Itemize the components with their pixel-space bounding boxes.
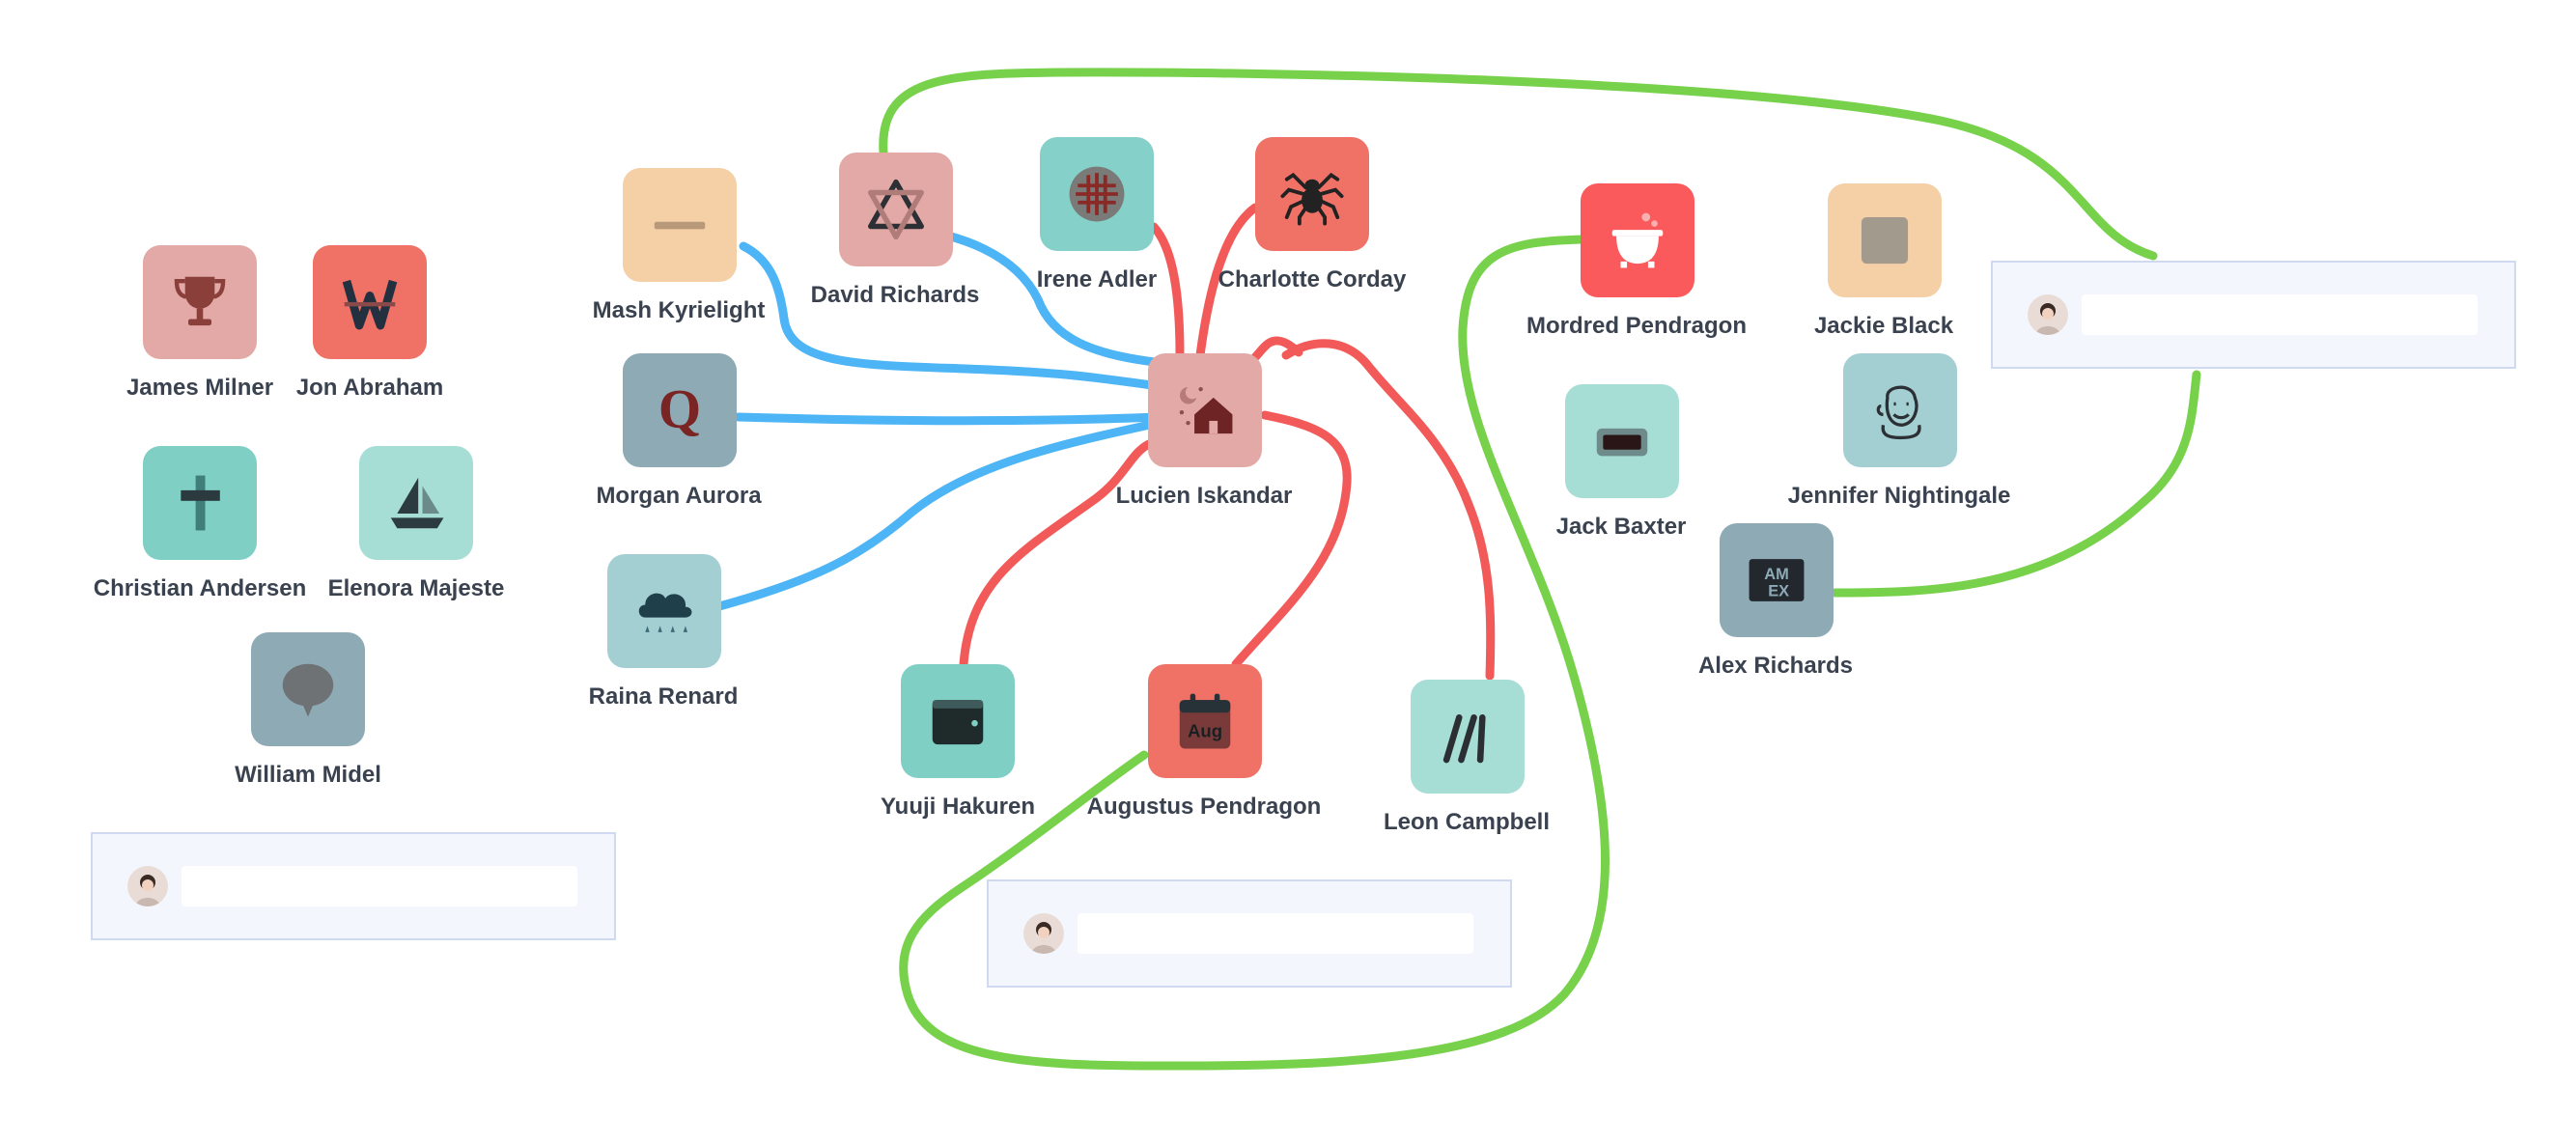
link-raina-renard-lucien-iskandar xyxy=(714,418,1163,611)
link-irene-adler-lucien-iskandar xyxy=(1149,222,1185,360)
link-david-richards-comment-right xyxy=(879,68,2158,261)
link-charlotte-corday-lucien-iskandar xyxy=(1195,203,1260,360)
node-alex-richards[interactable]: AM EX xyxy=(1720,523,1834,637)
label-jackie-black: Jackie Black xyxy=(1813,313,1954,339)
link-augustus-pendragon-lucien-iskandar xyxy=(1231,410,1352,669)
w-letter-icon xyxy=(342,279,398,330)
node-david-richards[interactable] xyxy=(839,153,953,266)
minus-icon xyxy=(654,221,706,230)
node-charlotte-corday[interactable] xyxy=(1255,137,1369,251)
link-david-richards-lucien-iskandar xyxy=(946,232,1168,368)
link-morgan-aurora-lucien-iskandar xyxy=(734,412,1163,426)
grid-ball-icon xyxy=(1069,166,1125,222)
node-jackie-black[interactable] xyxy=(1828,183,1942,297)
label-david-richards: David Richards xyxy=(810,282,980,308)
linear-logo-icon xyxy=(1442,714,1486,764)
node-william-midel[interactable] xyxy=(251,632,365,746)
calendar-icon: Aug xyxy=(1179,693,1231,749)
link-mash-kyrielight-lucien-iskandar xyxy=(739,241,1163,391)
label-morgan-aurora: Morgan Aurora xyxy=(596,483,762,509)
amex-icon: AM EX xyxy=(1749,559,1805,601)
node-morgan-aurora[interactable]: Q xyxy=(623,353,737,467)
label-yuuji-hakuren: Yuuji Hakuren xyxy=(880,794,1036,820)
label-irene-adler: Irene Adler xyxy=(1036,266,1158,293)
house-night-icon xyxy=(1179,386,1233,434)
trophy-icon xyxy=(174,276,226,326)
label-jon-abraham: Jon Abraham xyxy=(295,375,444,401)
node-mordred-pendragon[interactable] xyxy=(1581,183,1694,297)
label-mash-kyrielight: Mash Kyrielight xyxy=(592,297,766,323)
node-jon-abraham[interactable] xyxy=(313,245,427,359)
link-alex-richards-comment-right xyxy=(1830,370,2201,598)
square-icon xyxy=(1861,216,1909,265)
label-james-milner: James Milner xyxy=(126,375,274,401)
speech-bubble-icon xyxy=(282,663,334,717)
cross-icon xyxy=(181,475,220,531)
node-yuuji-hakuren[interactable] xyxy=(901,664,1015,778)
node-mash-kyrielight[interactable] xyxy=(623,168,737,282)
comment-input[interactable] xyxy=(2082,294,2478,335)
avatar xyxy=(2028,294,2068,335)
node-lucien-iskandar[interactable] xyxy=(1148,353,1262,467)
label-augustus-pendragon: Augustus Pendragon xyxy=(1086,794,1322,820)
comment-input[interactable] xyxy=(1078,913,1473,954)
jenkins-icon xyxy=(1876,385,1921,440)
label-alex-richards: Alex Richards xyxy=(1697,653,1854,679)
comment-box-right xyxy=(1991,261,2516,369)
avatar xyxy=(1023,913,1064,954)
label-jennifer-nightingale: Jennifer Nightingale xyxy=(1787,483,2011,509)
label-mordred-pendragon: Mordred Pendragon xyxy=(1526,313,1748,339)
label-lucien-iskandar: Lucien Iskandar xyxy=(1115,483,1293,509)
node-elenora-majeste[interactable] xyxy=(359,446,473,560)
quora-icon: Q xyxy=(658,379,701,440)
spider-icon xyxy=(1280,172,1344,226)
battery-icon xyxy=(1596,428,1648,457)
node-james-milner[interactable] xyxy=(143,245,257,359)
label-raina-renard: Raina Renard xyxy=(588,683,739,710)
node-raina-renard[interactable] xyxy=(607,554,721,668)
node-augustus-pendragon[interactable]: Aug xyxy=(1148,664,1262,778)
svg-text:Q: Q xyxy=(658,379,701,440)
sailboat-icon xyxy=(390,477,444,529)
node-irene-adler[interactable] xyxy=(1040,137,1154,251)
node-jack-baxter[interactable] xyxy=(1565,384,1679,498)
avatar xyxy=(127,866,168,906)
node-jennifer-nightingale[interactable] xyxy=(1843,353,1957,467)
svg-text:AM: AM xyxy=(1764,566,1789,583)
comment-input[interactable] xyxy=(182,866,577,906)
link-lucien-top-red xyxy=(1250,336,1303,362)
label-william-midel: William Midel xyxy=(235,762,381,788)
svg-text:EX: EX xyxy=(1768,582,1789,599)
node-christian-andersen[interactable] xyxy=(143,446,257,560)
rain-cloud-icon xyxy=(638,593,692,632)
comment-box-middle xyxy=(987,879,1512,988)
label-charlotte-corday: Charlotte Corday xyxy=(1218,266,1407,293)
cauldron-icon xyxy=(1611,212,1664,268)
wallet-icon xyxy=(932,700,984,745)
label-jack-baxter: Jack Baxter xyxy=(1555,514,1687,540)
label-leon-campbell: Leon Campbell xyxy=(1383,809,1551,835)
calendar-icon-text: Aug xyxy=(1188,720,1222,740)
node-leon-campbell[interactable] xyxy=(1411,680,1525,794)
label-christian-andersen: Christian Andersen xyxy=(93,575,307,601)
star-of-david-icon xyxy=(868,179,924,240)
label-elenora-majeste: Elenora Majeste xyxy=(327,575,505,601)
link-mordred-pendragon-augustus-pendragon xyxy=(899,235,1610,1071)
link-leon-campbell-lucien-iskandar xyxy=(1281,339,1496,681)
link-yuuji-hakuren-lucien-iskandar xyxy=(959,439,1154,669)
comment-box-left xyxy=(91,832,616,940)
